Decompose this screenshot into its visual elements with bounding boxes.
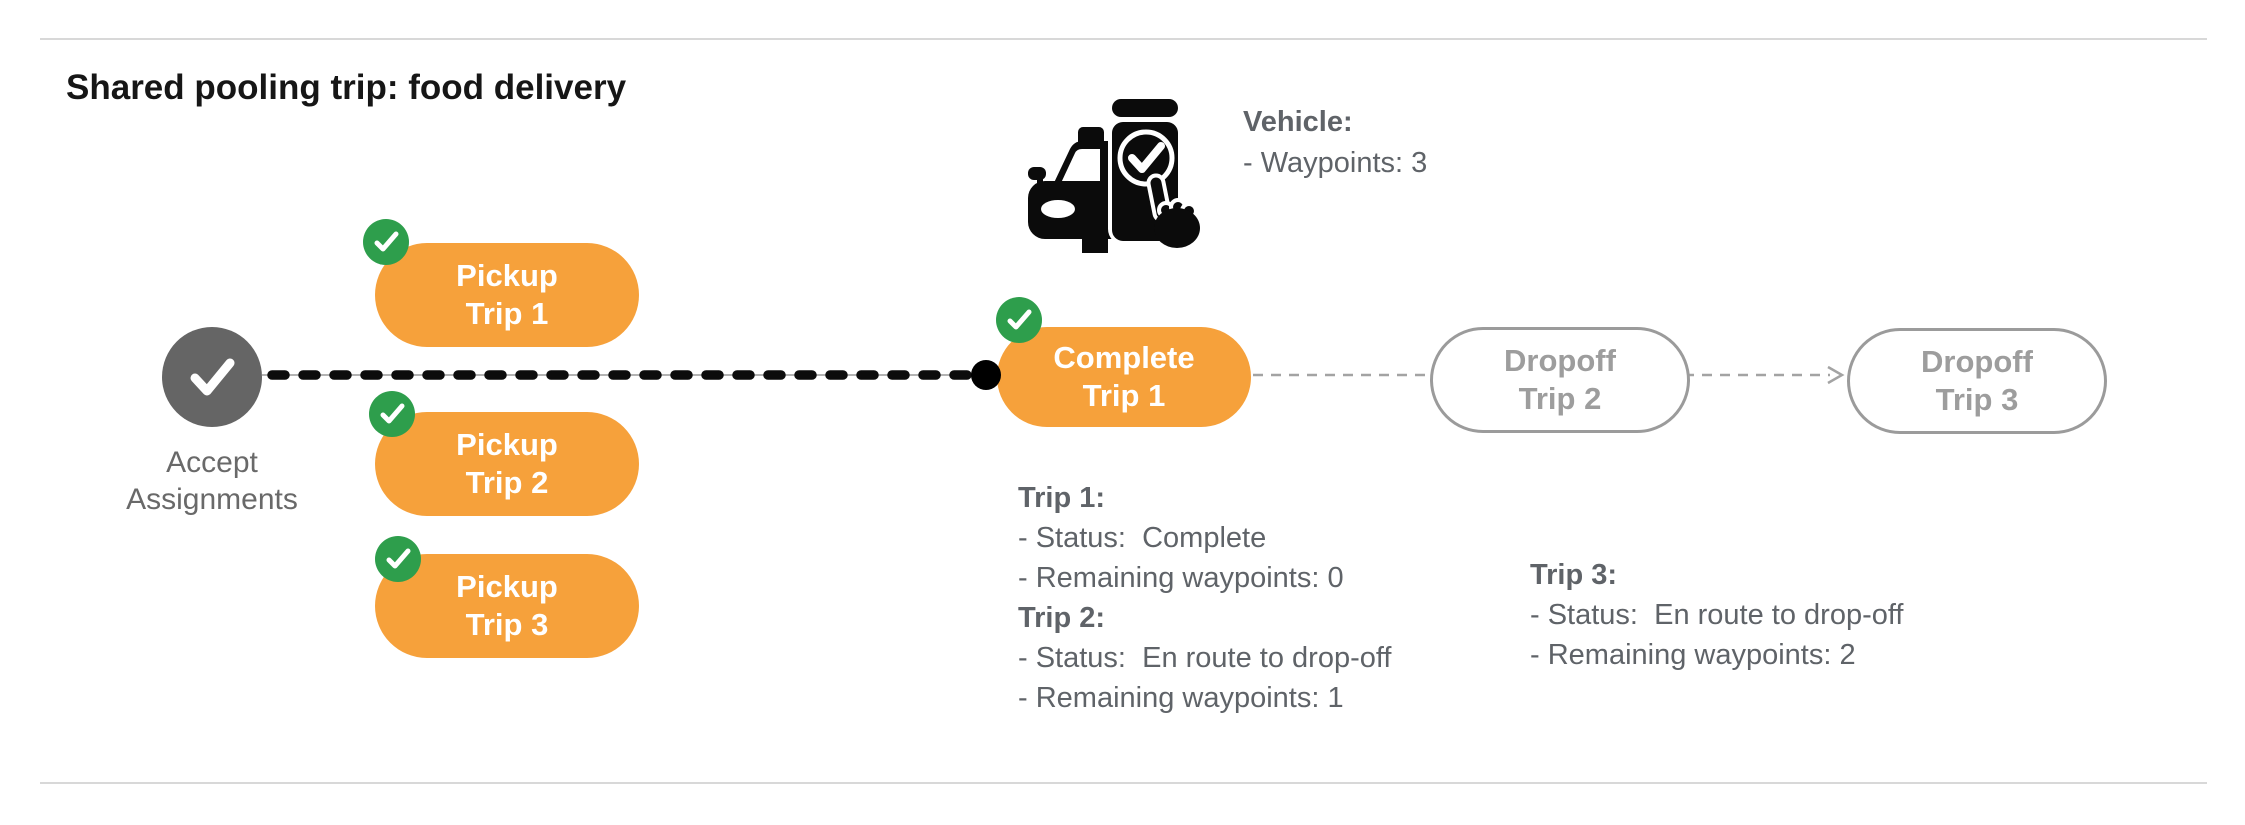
connector-dropoff2-to-dropoff3 — [1684, 365, 1845, 385]
trip-2-heading: Trip 2: — [1018, 602, 1106, 634]
trip-3-remaining: - Remaining waypoints: 2 — [1530, 639, 1856, 671]
check-badge-icon — [996, 297, 1042, 343]
node-pickup-trip-1: Pickup Trip 1 — [375, 243, 639, 347]
node-pickup-trip-3: Pickup Trip 3 — [375, 554, 639, 658]
trip-1-status: - Status: Complete — [1018, 522, 1267, 554]
trip-3-heading: Trip 3: — [1530, 559, 1618, 591]
vehicle-waypoints: - Waypoints: 3 — [1243, 147, 1428, 179]
trip-1-remaining: - Remaining waypoints: 0 — [1018, 562, 1344, 594]
trip-1-heading: Trip 1: — [1018, 482, 1106, 514]
connector-complete-to-dropoff2 — [1253, 373, 1429, 377]
node-pickup-trip-2: Pickup Trip 2 — [375, 412, 639, 516]
waypoint-dot — [971, 360, 1001, 390]
trip-2-remaining: - Remaining waypoints: 1 — [1018, 682, 1344, 714]
vehicle-label: Vehicle: — [1243, 106, 1353, 138]
page-title: Shared pooling trip: food delivery — [66, 68, 627, 107]
accept-assignments-node — [162, 327, 262, 427]
check-badge-icon — [375, 536, 421, 582]
hand-icon — [1146, 173, 1200, 248]
vehicle-info: Vehicle: - Waypoints: 3 — [1243, 102, 1427, 184]
top-divider — [40, 38, 2207, 40]
trip-2-status: - Status: En route to drop-off — [1018, 642, 1392, 674]
accept-assignments-label: Accept Assignments — [126, 446, 298, 516]
status-block-trip-3: Trip 3: - Status: En route to drop-off -… — [1530, 555, 1903, 675]
route-dashed-line — [262, 370, 974, 380]
car-phone-check-icon — [1028, 95, 1200, 253]
trip-3-status: - Status: En route to drop-off — [1530, 599, 1904, 631]
check-badge-icon — [369, 391, 415, 437]
status-block-trip-1-2: Trip 1: - Status: Complete - Remaining w… — [1018, 478, 1391, 718]
bottom-divider — [40, 782, 2207, 784]
node-complete-trip-1: Complete Trip 1 — [997, 327, 1251, 427]
node-dropoff-trip-3: Dropoff Trip 3 — [1847, 328, 2107, 434]
check-icon — [190, 358, 235, 396]
node-dropoff-trip-2: Dropoff Trip 2 — [1430, 327, 1690, 433]
check-badge-icon — [363, 219, 409, 265]
arrow-right-icon — [1827, 365, 1845, 385]
